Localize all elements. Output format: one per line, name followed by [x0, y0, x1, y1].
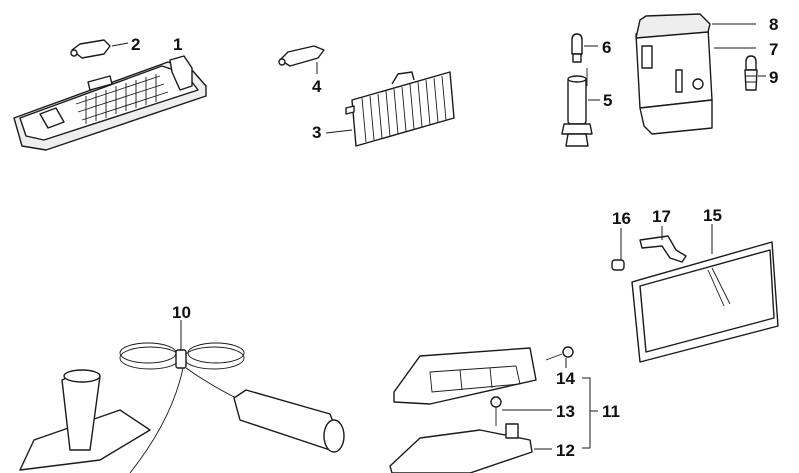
- part-16-bulb: [611, 228, 625, 271]
- callout-15: 15: [703, 206, 722, 225]
- callout-14: 14: [556, 369, 575, 388]
- part-4-festoon-bulb: [278, 45, 325, 74]
- part-13-screw: [490, 396, 552, 426]
- callout-4: 4: [312, 77, 322, 96]
- part-14-screw: [545, 346, 574, 368]
- part-15-reversing-light: [631, 224, 779, 363]
- callout-5: 5: [603, 91, 612, 110]
- part-7-flashlight-housing: [635, 27, 756, 135]
- callout-8: 8: [769, 15, 778, 34]
- part-3-lens: [325, 71, 455, 147]
- part-10-inspection-lamp: [19, 320, 345, 473]
- part-12-bulb-carrier: [389, 423, 552, 473]
- callout-1: 1: [173, 35, 182, 54]
- callout-11: 11: [602, 402, 620, 421]
- part-11-brake-light-assembly: [393, 347, 598, 449]
- part-8-lens-cap: [635, 13, 756, 39]
- callout-6: 6: [602, 38, 611, 57]
- part-2-festoon-bulb: [70, 39, 129, 59]
- part-17-bracket: [639, 226, 687, 263]
- callout-17: 17: [652, 207, 671, 226]
- part-1-lamp-housing: [13, 55, 207, 151]
- part-5-bulb-socket: [561, 68, 600, 147]
- part-9-screw-bulb: [744, 55, 766, 91]
- callout-16: 16: [612, 209, 631, 228]
- callout-2: 2: [131, 35, 140, 54]
- callout-10: 10: [172, 303, 191, 322]
- callout-13: 13: [556, 402, 575, 421]
- callout-12: 12: [556, 441, 575, 460]
- callout-7: 7: [769, 40, 778, 59]
- part-6-bayonet-bulb: [571, 33, 598, 63]
- callout-9: 9: [769, 68, 778, 87]
- callout-3: 3: [312, 123, 321, 142]
